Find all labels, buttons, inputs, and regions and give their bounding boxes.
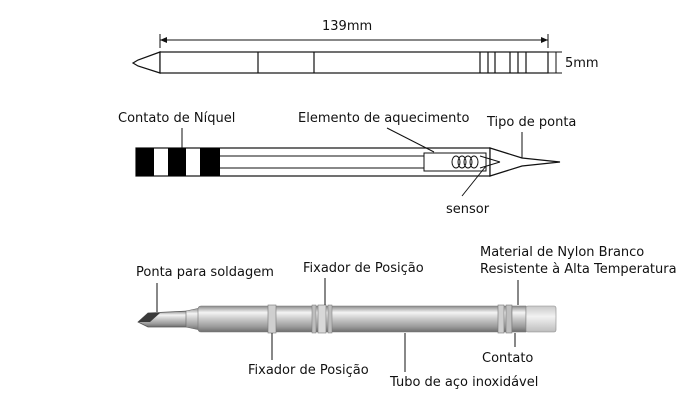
position-fixer-bottom-label: Fixador de Posição xyxy=(248,363,369,378)
tip-type-label: Tipo de ponta xyxy=(486,115,576,130)
steel-tube-label: Tubo de aço inoxidável xyxy=(389,375,538,390)
steel-tube xyxy=(197,305,509,333)
position-fixer-top-label: Fixador de Posição xyxy=(303,261,424,276)
diameter-dimension-label: 5mm xyxy=(565,56,599,71)
tip-body-outline xyxy=(159,51,549,74)
heating-element-label: Elemento de aquecimento xyxy=(298,111,470,126)
contact-section xyxy=(511,305,527,333)
sensor-label: sensor xyxy=(446,202,490,217)
tip-outline xyxy=(131,51,161,74)
solder-tip-label: Ponta para soldagem xyxy=(136,265,274,280)
nylon-end xyxy=(525,305,557,333)
nylon-material-label-line2: Resistente à Alta Temperatura xyxy=(480,262,677,277)
cutaway-tip xyxy=(489,147,561,177)
dimension-diagram: 139mm 5mm xyxy=(131,19,599,74)
photo-diagram: Ponta para soldagem Fixador de Posição M… xyxy=(136,245,677,390)
length-dimension-label: 139mm xyxy=(322,19,372,34)
position-fixer-ring-left xyxy=(267,304,277,334)
cutaway-diagram: Contato de Níquel Elemento de aqueciment… xyxy=(118,111,576,217)
nickel-contact-label: Contato de Níquel xyxy=(118,111,235,126)
nylon-material-label-line1: Material de Nylon Branco xyxy=(480,245,644,260)
contact-label: Contato xyxy=(482,351,533,366)
position-fixer-ring-center xyxy=(317,304,327,334)
heating-coil xyxy=(451,155,479,169)
nickel-contact-stripes xyxy=(136,148,220,176)
